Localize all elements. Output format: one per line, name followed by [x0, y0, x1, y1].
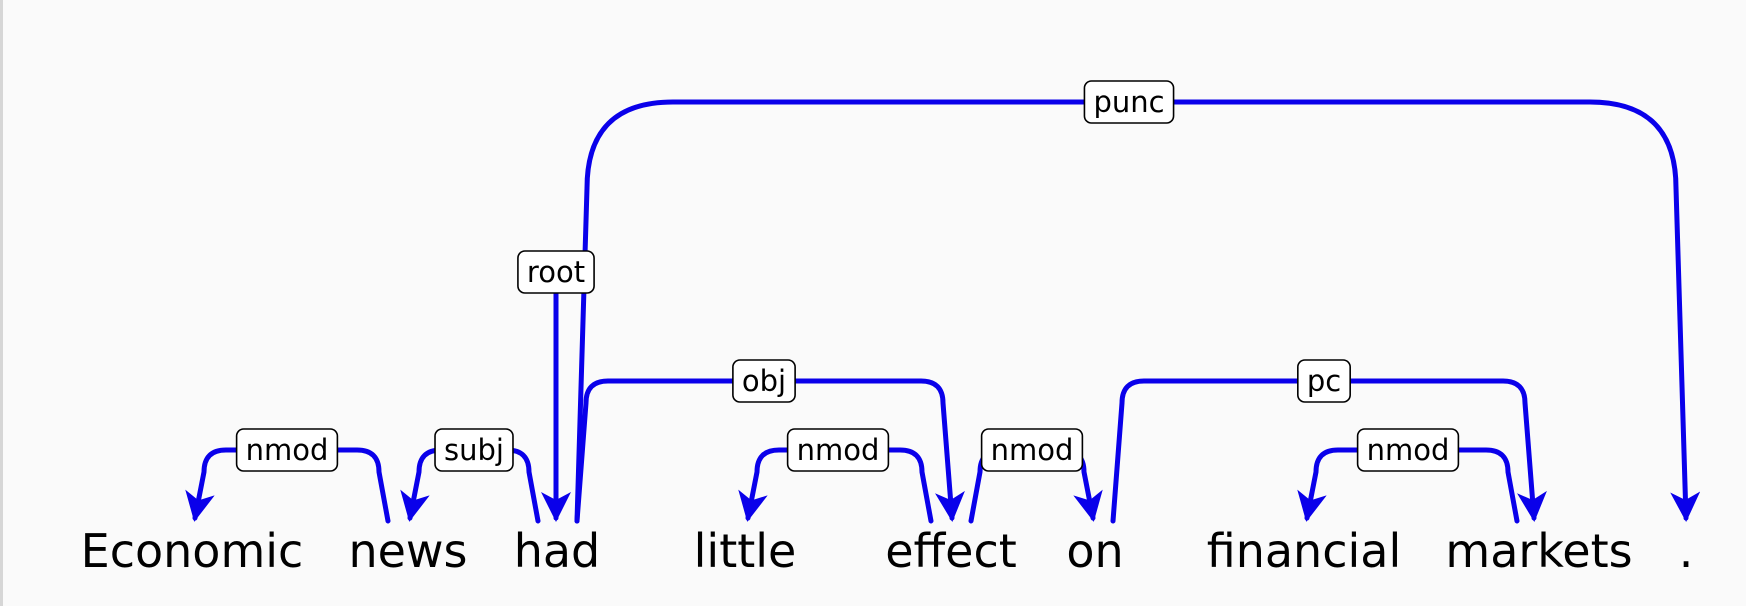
word-effect: effect	[885, 524, 1017, 578]
label-text: root	[527, 255, 585, 289]
label-box	[980, 428, 1084, 472]
label-box	[786, 428, 890, 472]
word-period: .	[1679, 524, 1694, 578]
label-text: nmod	[246, 433, 329, 467]
label-box	[517, 250, 595, 294]
label-box	[1356, 428, 1460, 472]
label-pc-markets: pc	[1297, 359, 1351, 403]
label-subj-news: subj	[434, 428, 514, 472]
label-nmod-financial: nmod	[1356, 428, 1460, 472]
word-news: news	[348, 524, 467, 578]
label-root-had: root	[517, 250, 595, 294]
word-had: had	[514, 524, 601, 578]
label-text: nmod	[1367, 433, 1450, 467]
label-box	[1297, 359, 1351, 403]
label-text: subj	[444, 433, 504, 467]
label-box	[1083, 80, 1175, 124]
word-markets: markets	[1445, 524, 1632, 578]
word-on: on	[1066, 524, 1123, 578]
label-text: obj	[742, 364, 786, 398]
word-financial: financial	[1207, 524, 1402, 578]
dependency-labels: nmod subj root obj nmod nmod pc nmod punc	[235, 80, 1460, 472]
label-text: nmod	[991, 433, 1074, 467]
word-economic: Economic	[81, 524, 304, 578]
label-text: pc	[1307, 364, 1341, 398]
label-text: punc	[1093, 85, 1164, 119]
word-little: little	[694, 524, 797, 578]
label-box	[235, 428, 339, 472]
label-nmod-little: nmod	[786, 428, 890, 472]
label-text: nmod	[797, 433, 880, 467]
label-box	[732, 359, 796, 403]
label-obj-effect: obj	[732, 359, 796, 403]
label-punc-period: punc	[1083, 80, 1175, 124]
label-nmod-economic: nmod	[235, 428, 339, 472]
label-box	[434, 428, 514, 472]
label-nmod-on: nmod	[980, 428, 1084, 472]
